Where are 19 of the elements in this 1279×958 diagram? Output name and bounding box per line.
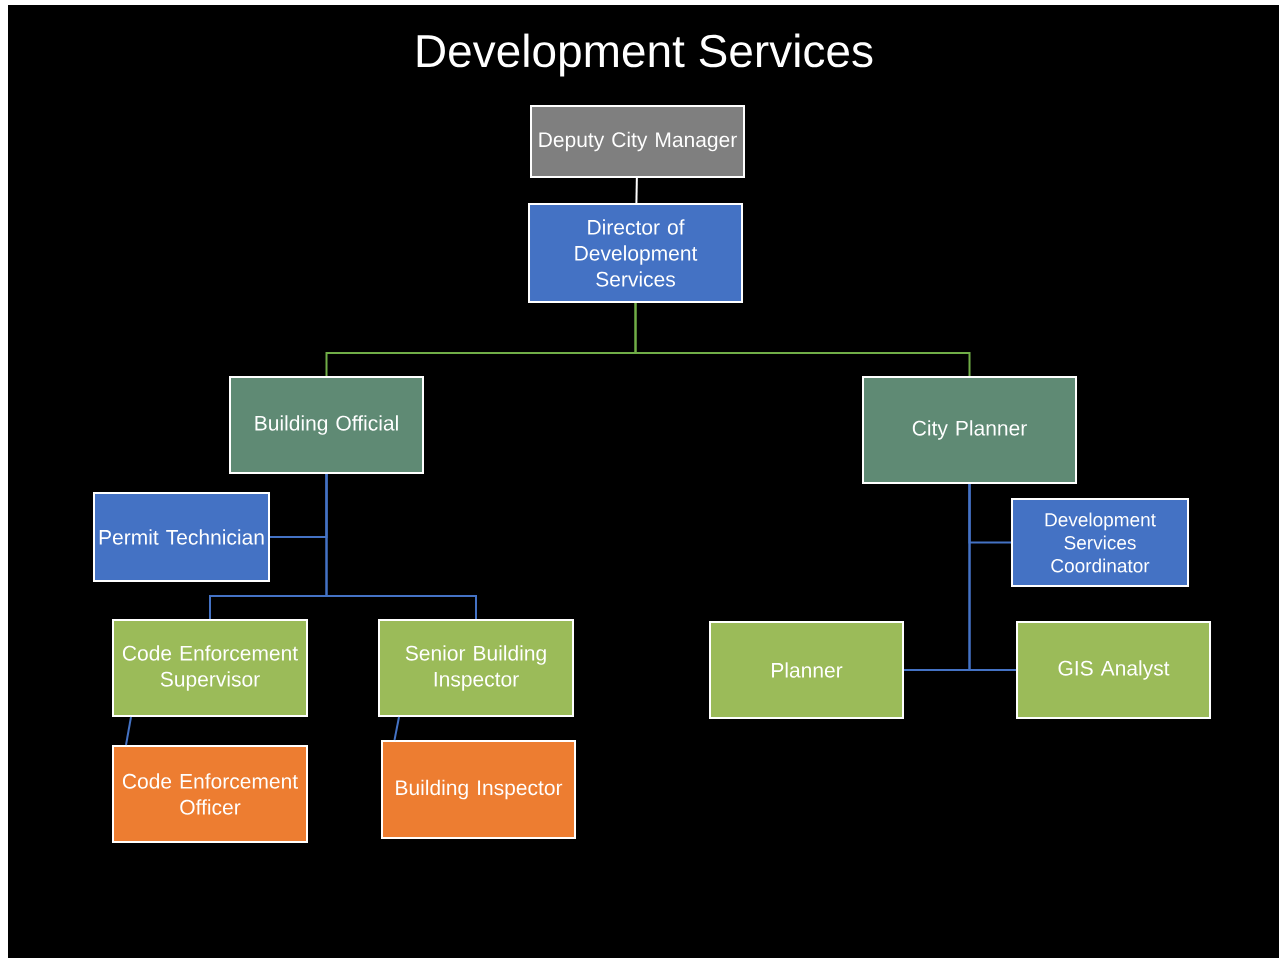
org-box: Planner xyxy=(709,621,904,719)
connector-line xyxy=(393,716,400,741)
title: Development Services xyxy=(417,33,873,77)
connector-line xyxy=(325,473,477,620)
connector-line xyxy=(125,716,132,746)
org-box: Building Official xyxy=(229,376,424,474)
connector-line xyxy=(968,483,1017,671)
org-box: GIS Analyst xyxy=(1016,621,1211,719)
org-box: Deputy City Manager xyxy=(530,105,745,178)
org-box: Code Enforcement Officer xyxy=(112,745,308,843)
org-box: Permit Technician xyxy=(93,492,270,582)
org-box: Development Services Coordinator xyxy=(1011,498,1189,587)
org-box: Code Enforcement Supervisor xyxy=(112,619,308,717)
org-box: Building Inspector xyxy=(381,740,576,839)
connector-line xyxy=(634,302,971,377)
org-box: Director of Development Services xyxy=(528,203,743,303)
connector-line xyxy=(635,177,638,204)
org-box: City Planner xyxy=(862,376,1077,484)
org-box: Senior Building Inspector xyxy=(378,619,574,717)
